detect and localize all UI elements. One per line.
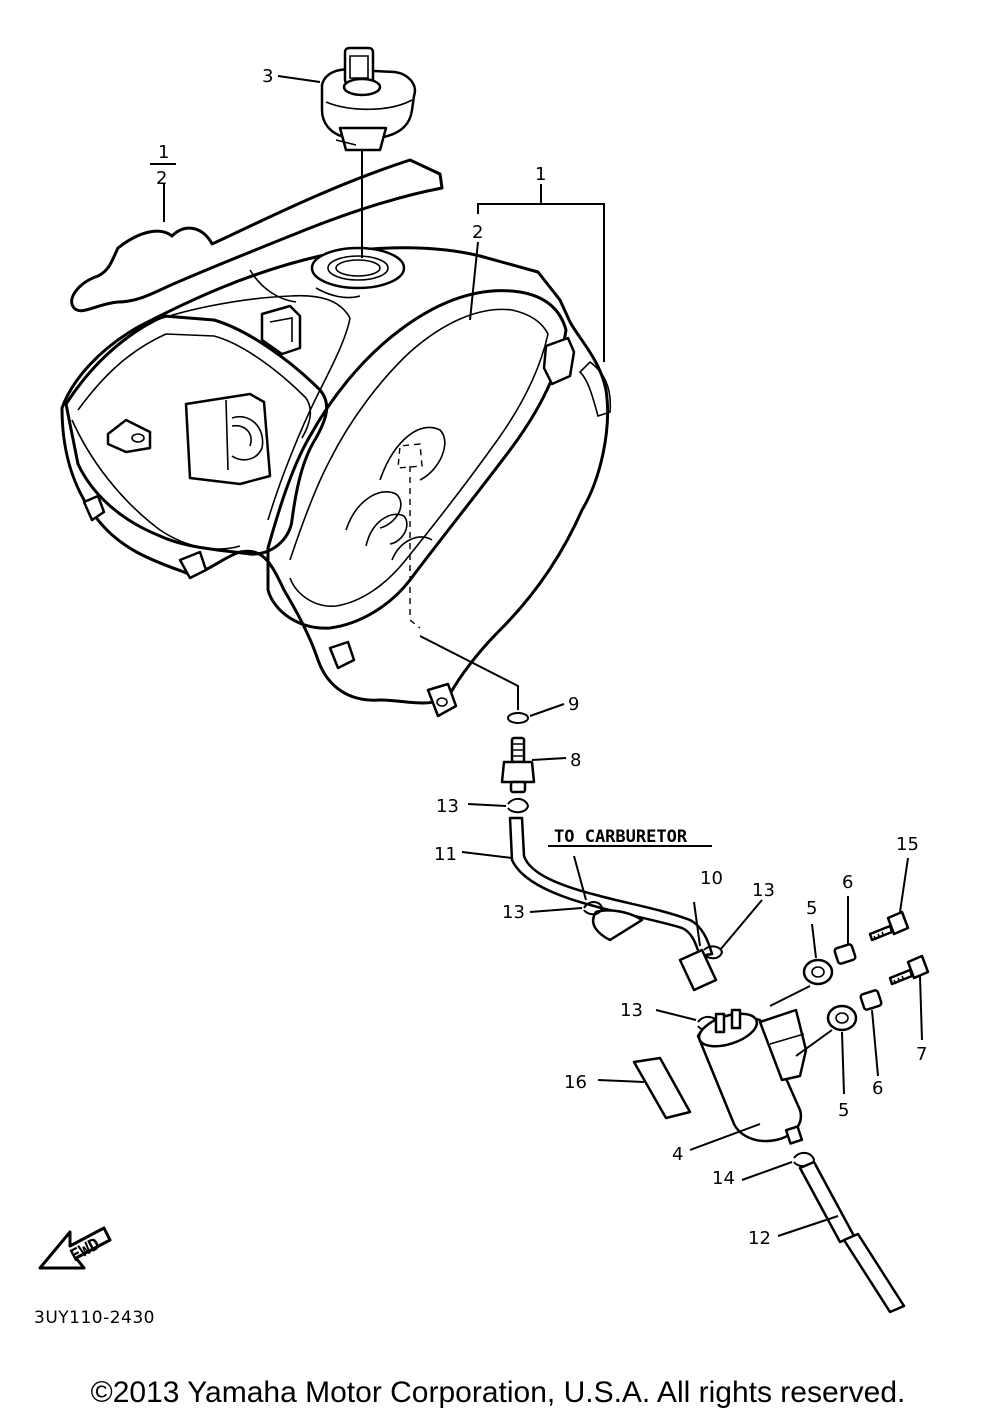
callout-16: 16	[564, 1072, 587, 1093]
copyright-notice: ©2013 Yamaha Motor Corporation, U.S.A. A…	[91, 1376, 906, 1409]
collar-6-upper	[833, 943, 857, 965]
callout-1-fraction-denominator: 2	[156, 168, 167, 189]
clip-13-middle	[583, 901, 604, 916]
callout-14: 14	[712, 1168, 735, 1189]
fwd-label: FWD	[67, 1234, 104, 1266]
fuel-hose-11	[508, 816, 718, 992]
fuel-fitting-8	[500, 736, 536, 794]
callout-15: 15	[896, 834, 919, 855]
callout-13-b: 13	[752, 880, 775, 901]
damper-pad-16	[632, 1056, 692, 1120]
clip-13-right	[703, 945, 724, 960]
callout-6-lower: 6	[872, 1078, 883, 1099]
callout-5-upper: 5	[806, 898, 817, 919]
callout-8: 8	[570, 750, 581, 771]
clip-14	[793, 1152, 816, 1168]
fuel-tank	[60, 246, 612, 718]
callout-4: 4	[672, 1144, 683, 1165]
callout-1-bracket: 1	[535, 164, 546, 185]
callout-13-d: 13	[620, 1000, 643, 1021]
callout-10: 10	[700, 868, 723, 889]
callout-12: 12	[748, 1228, 771, 1249]
callout-11: 11	[434, 844, 457, 865]
fuel-hose-12	[798, 1160, 906, 1314]
fwd-arrow-icon: FWD	[38, 1226, 112, 1270]
drain-vertical-dashed-line	[409, 466, 421, 629]
grommet-5-upper	[802, 958, 834, 986]
leader-lines	[150, 75, 923, 1237]
fuel-pump-4	[696, 1008, 808, 1145]
fuel-cap	[320, 46, 417, 152]
callout-2: 2	[472, 222, 483, 243]
o-ring-9	[507, 712, 529, 724]
to-carburetor-note: TO CARBURETOR	[554, 827, 688, 847]
callout-3: 3	[262, 66, 273, 87]
diagram-code: 3UY110-2430	[34, 1308, 155, 1328]
callout-5-lower: 5	[838, 1100, 849, 1121]
bolt-15	[868, 910, 910, 942]
bolt-7	[888, 954, 930, 986]
clip-13-upper	[507, 798, 530, 814]
callout-6-upper: 6	[842, 872, 853, 893]
callout-1-fraction-numerator: 1	[158, 142, 169, 163]
collar-6-lower	[859, 989, 883, 1011]
callout-9: 9	[568, 694, 579, 715]
callout-13-a: 13	[436, 796, 459, 817]
callout-7: 7	[916, 1044, 927, 1065]
drain-guide-line	[397, 443, 423, 469]
grommet-5-lower	[826, 1004, 858, 1032]
callout-13-c: 13	[502, 902, 525, 923]
tank-emblem-outline	[70, 158, 444, 313]
